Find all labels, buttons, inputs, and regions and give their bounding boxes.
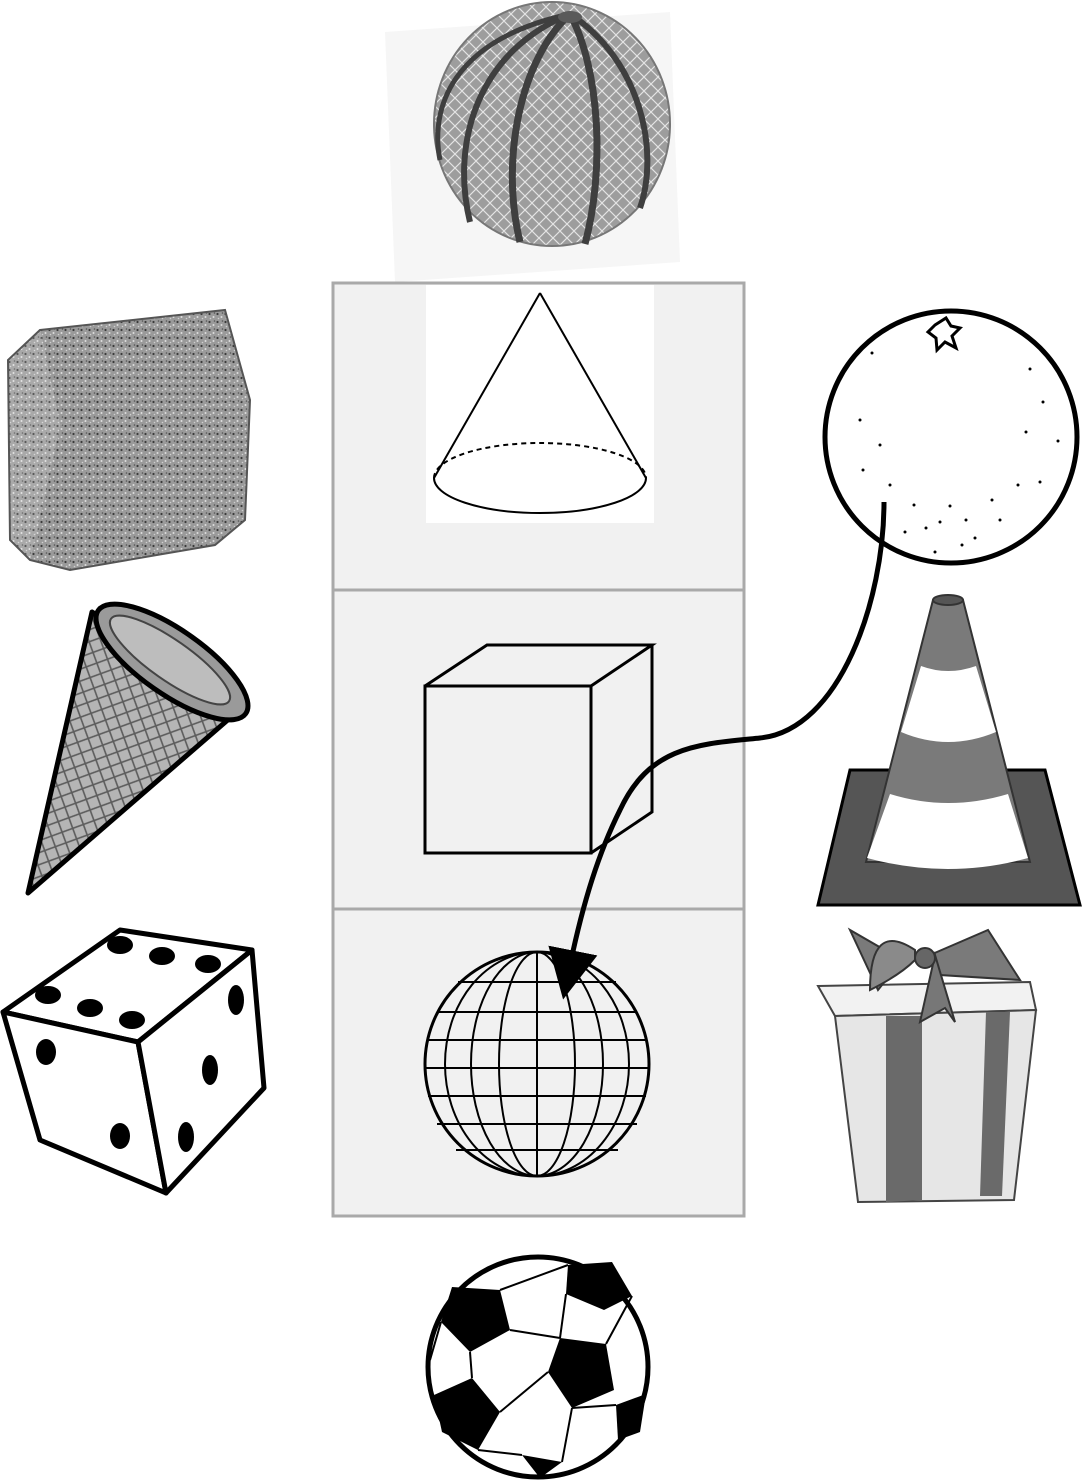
cone-shape[interactable] bbox=[426, 285, 654, 523]
granite-cube-image[interactable] bbox=[8, 310, 250, 570]
gift-box-image[interactable] bbox=[818, 930, 1036, 1202]
dice-image[interactable] bbox=[3, 930, 264, 1193]
orange-image[interactable] bbox=[825, 311, 1077, 563]
cantaloupe-melon-image[interactable] bbox=[385, 2, 680, 282]
soccer-ball-image[interactable] bbox=[428, 1257, 648, 1478]
ice-cream-cone-image[interactable] bbox=[28, 584, 264, 893]
